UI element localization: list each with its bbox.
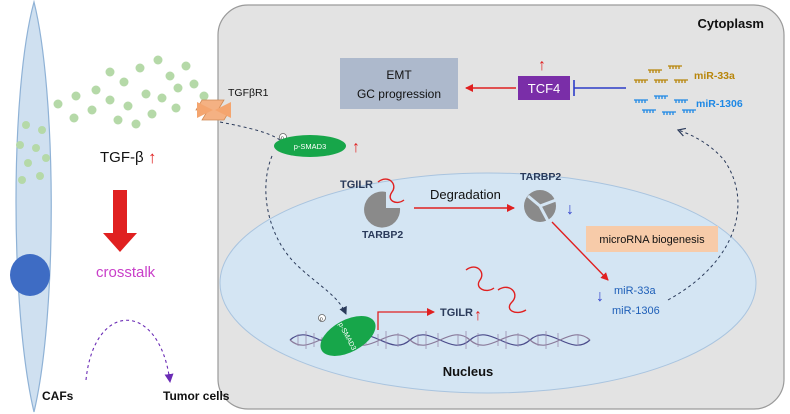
- crosstalk-down-arrow: [103, 190, 137, 252]
- tgfbr1-label: TGFβR1: [228, 87, 269, 99]
- mir1306-label: miR-1306: [696, 98, 743, 110]
- nuclear-mir33a-label: miR-33a: [614, 285, 656, 297]
- tgilr-transcript-label: TGILR: [440, 307, 473, 319]
- nuclear-mirna-down-arrow: ↓: [596, 288, 604, 305]
- caf-to-tumor-arc: [85, 319, 174, 383]
- caf-nucleus: [10, 254, 50, 296]
- emt-label-line1: EMT: [386, 68, 412, 82]
- emt-label-line2: GC progression: [357, 87, 441, 101]
- tgilr-up-arrow: ↑: [474, 307, 482, 324]
- tarbp2-degraded-label: TARBP2: [520, 171, 561, 183]
- tgilr-top-label: TGILR: [340, 179, 373, 191]
- cytoplasm-label: Cytoplasm: [698, 16, 764, 31]
- degradation-label: Degradation: [430, 187, 501, 202]
- tcf4-box: [518, 76, 570, 100]
- mirna-export-dashed: [667, 127, 739, 301]
- tgfbr1-receptor-icon: [195, 99, 231, 121]
- tgf-beta-dots: [53, 55, 209, 129]
- phospho-dot-nucleus: [318, 314, 326, 322]
- emt-box: [340, 58, 458, 109]
- caf-secreted-dots: [16, 121, 50, 184]
- tarbp2-fragment-cuts: [527, 194, 557, 222]
- mir1306-icons: [634, 95, 696, 115]
- tgilr-rna-top: [377, 178, 405, 204]
- caf-cell: [15, 0, 52, 413]
- psmad3-up-arrow: ↑: [352, 139, 360, 156]
- nucleus-compartment: [219, 172, 757, 394]
- tarbp2-bound-label: TARBP2: [362, 229, 403, 241]
- tgilr-transcripts: [465, 266, 527, 314]
- psmad3-nucleus: [320, 316, 376, 356]
- psmad3-cytoplasm: [274, 135, 346, 157]
- tgf-beta-up-arrow: ↑: [148, 148, 157, 167]
- tarbp2-bound-icon: [364, 191, 401, 228]
- psmad3-translocation-dashed: [265, 155, 347, 315]
- crosstalk-label: crosstalk: [96, 264, 156, 281]
- tcf4-label: TCF4: [528, 81, 561, 96]
- microrna-biogenesis-label: microRNA biogenesis: [599, 234, 705, 246]
- transcription-arrow: [377, 308, 435, 330]
- biogenesis-to-mirna-arrow: [551, 221, 609, 281]
- tgf-beta-label: TGF-β: [100, 149, 144, 166]
- tcf4-up-arrow: ↑: [538, 57, 546, 74]
- phospho-label-top: p: [281, 136, 284, 142]
- receptor-to-psmad3-dashed: [219, 121, 281, 141]
- mir33a-label: miR-33a: [694, 70, 735, 82]
- nuclear-mir1306-label: miR-1306: [612, 305, 660, 317]
- cafs-label: CAFs: [42, 389, 74, 403]
- tumor-cells-label: Tumor cells: [163, 389, 230, 403]
- microrna-biogenesis-box: [586, 226, 718, 252]
- phospho-label-nucleus: p: [320, 317, 323, 323]
- mir33a-icons: [634, 65, 688, 83]
- tarbp2-down-arrow: ↓: [566, 201, 574, 218]
- psmad3-cytoplasm-label: p-SMAD3: [294, 142, 327, 151]
- nucleus-label: Nucleus: [443, 364, 494, 379]
